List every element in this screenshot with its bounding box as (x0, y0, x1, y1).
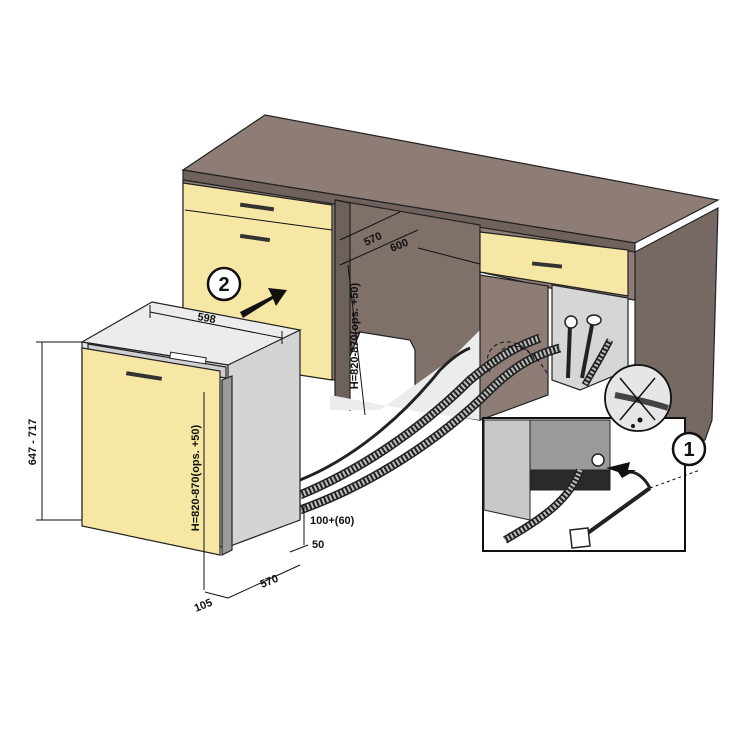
step-2-badge (206, 266, 242, 302)
step-1-badge (671, 431, 707, 467)
hoses (298, 333, 562, 515)
dimension-lines: 598 647 - 717 H=820-870(ops. +50) H=820-… (27, 211, 481, 615)
dim-appliance-height: 647 - 717 (27, 419, 39, 465)
drawer-handle-middle (239, 233, 271, 243)
step-2-indicator: 2 (206, 266, 287, 318)
wall-connections (564, 314, 614, 387)
dim-hose-clearance: 100+(60) (310, 515, 355, 527)
hose-connector (569, 527, 591, 549)
hose-routing-dashed (486, 341, 549, 376)
dim-niche-height-front: H=820-870(ops. +50) (190, 424, 202, 531)
plug-icon (580, 314, 602, 379)
appliance-door-panel (81, 347, 221, 556)
inset-arrow-icon (606, 462, 636, 478)
appliance-side (224, 329, 301, 549)
niche-left-wall (334, 199, 351, 411)
dim-appliance-width: 598 (196, 311, 216, 326)
step-1-label: 1 (683, 439, 694, 461)
detail-inset: 1 (482, 364, 707, 552)
floor (330, 330, 480, 420)
dim-plinth: 105 (193, 597, 215, 615)
drawer-handle-top (239, 202, 275, 212)
dim-offset: 50 (312, 539, 324, 551)
drawer-handle-right (531, 261, 563, 269)
dishwasher (80, 301, 302, 556)
prohibited-icon (604, 364, 672, 432)
step-2-label: 2 (218, 274, 229, 296)
door-handle (125, 371, 163, 381)
water-tap-icon (564, 315, 578, 379)
arrow-icon (240, 288, 287, 318)
dim-niche-height-back: H=820-870(ops. +50) (349, 282, 361, 389)
power-cable (299, 346, 471, 482)
